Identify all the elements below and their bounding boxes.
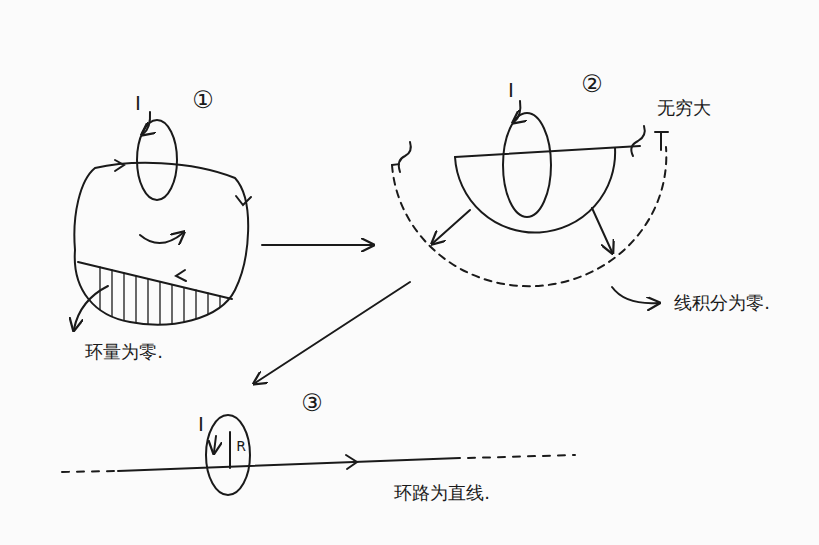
semicircle-loop (455, 148, 615, 233)
radius-label: R (236, 439, 246, 454)
note-text: 线积分为零. (674, 293, 770, 313)
note-text: 环路为直线. (394, 483, 490, 503)
current-loop (137, 120, 177, 200)
current-arrow (514, 101, 520, 122)
leader-line (612, 287, 658, 303)
straight-loop (468, 455, 575, 458)
radial-line (455, 146, 640, 157)
note-text: 无穷大 (657, 98, 711, 118)
expand-arrow (592, 208, 612, 252)
direction-mark (236, 196, 251, 205)
current-arrow (214, 436, 216, 452)
break-mark (631, 126, 644, 156)
transition-arrow (255, 282, 410, 383)
note-text: 环量为零. (85, 342, 163, 362)
break-mark (399, 142, 411, 172)
callout-number: ③ (301, 390, 323, 416)
direction-mark (176, 270, 186, 281)
hatching (100, 267, 220, 340)
current-loop (206, 415, 250, 495)
circulation-arrow (140, 233, 183, 243)
radius-line (229, 432, 231, 468)
current-label: I (135, 92, 141, 114)
straight-loop (62, 471, 118, 472)
transition-arrow (262, 244, 372, 246)
expand-arrow (433, 210, 470, 243)
direction-mark (115, 160, 124, 171)
break-mark (655, 132, 668, 150)
current-arrow (143, 112, 150, 134)
leader-line (74, 286, 108, 329)
current-loop (503, 113, 551, 217)
divider-line (78, 262, 232, 299)
direction-mark (346, 455, 357, 469)
current-label: I (198, 413, 204, 435)
callout-number: ② (581, 71, 603, 97)
straight-loop (118, 458, 460, 471)
current-label: I (508, 79, 514, 101)
callout-number: ① (192, 87, 214, 113)
infinite-loop (392, 147, 666, 286)
